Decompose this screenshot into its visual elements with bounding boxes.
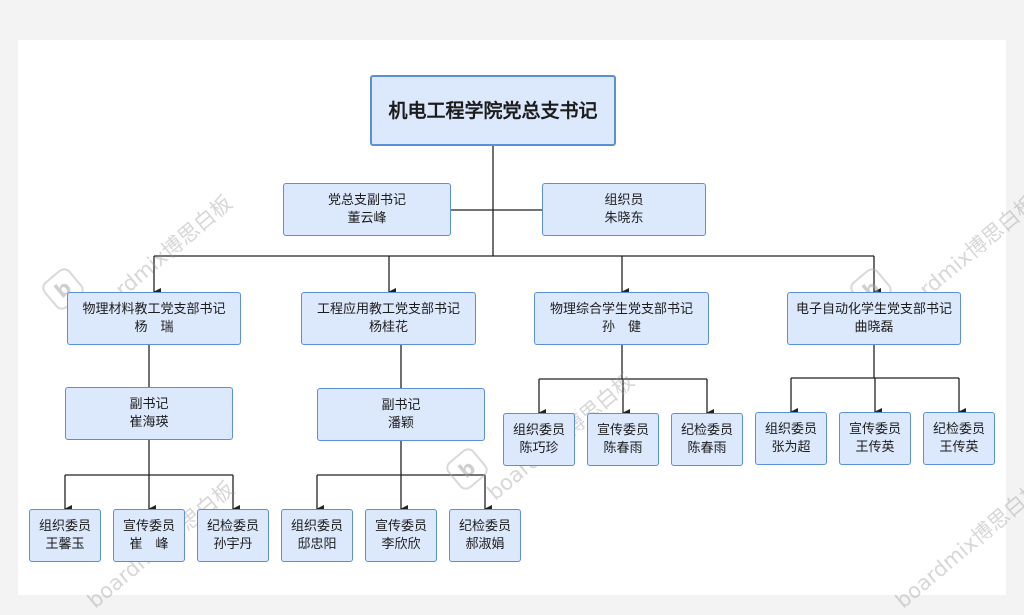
deputy-secretary-node[interactable]: 党总支副书记 董云峰 xyxy=(283,183,451,236)
node-role: 宣传委员 xyxy=(596,422,649,438)
branch-secretary-node[interactable]: 物理综合学生党支部书记 孙 健 xyxy=(534,292,709,345)
branch-deputy-node[interactable]: 副书记 潘颖 xyxy=(317,388,485,441)
node-role: 宣传委员 xyxy=(374,518,427,534)
root-title: 机电工程学院党总支书记 xyxy=(388,99,598,122)
node-role: 宣传委员 xyxy=(848,421,901,437)
branch-secretary-node[interactable]: 电子自动化学生党支部书记 曲晓磊 xyxy=(787,292,961,345)
node-name: 郝淑娟 xyxy=(465,536,505,552)
node-role: 组织委员 xyxy=(764,421,817,437)
committee-member-node[interactable]: 组织委员 张为超 xyxy=(755,412,827,465)
node-role: 纪检委员 xyxy=(458,518,511,534)
chart-canvas: b boardmix博思白板 b boardmix博思白板 b boardmix… xyxy=(18,40,1024,613)
root-node[interactable]: 机电工程学院党总支书记 xyxy=(370,75,616,146)
node-name: 杨桂花 xyxy=(368,319,408,335)
node-role: 纪检委员 xyxy=(680,422,733,438)
committee-member-node[interactable]: 宣传委员 李欣欣 xyxy=(365,509,437,562)
node-role: 电子自动化学生党支部书记 xyxy=(795,301,952,317)
node-role: 组织委员 xyxy=(290,518,343,534)
node-role: 纪检委员 xyxy=(206,518,259,534)
node-name: 王传英 xyxy=(939,439,979,455)
node-role: 宣传委员 xyxy=(122,518,175,534)
committee-member-node[interactable]: 组织委员 王馨玉 xyxy=(29,509,101,562)
node-role: 工程应用教工党支部书记 xyxy=(316,301,460,317)
node-role: 副书记 xyxy=(381,397,421,413)
node-name: 陈春雨 xyxy=(603,440,643,456)
node-name: 张为超 xyxy=(771,439,811,455)
node-name: 孙宇丹 xyxy=(213,536,253,552)
node-name: 孙 健 xyxy=(601,319,641,335)
committee-member-node[interactable]: 组织委员 陈巧珍 xyxy=(503,413,575,466)
connector-lines xyxy=(64,146,966,513)
node-name: 崔 峰 xyxy=(129,536,169,552)
committee-member-node[interactable]: 纪检委员 陈春雨 xyxy=(671,413,743,466)
node-name: 陈巧珍 xyxy=(519,440,559,456)
node-role: 党总支副书记 xyxy=(327,192,406,208)
branch-deputy-node[interactable]: 副书记 崔海瑛 xyxy=(65,387,233,440)
committee-member-node[interactable]: 宣传委员 崔 峰 xyxy=(113,509,185,562)
committee-member-node[interactable]: 纪检委员 孙宇丹 xyxy=(197,509,269,562)
node-name: 陈春雨 xyxy=(687,440,727,456)
node-role: 物理材料教工党支部书记 xyxy=(82,301,226,317)
committee-member-node[interactable]: 宣传委员 陈春雨 xyxy=(587,413,659,466)
node-role: 组织委员 xyxy=(512,422,565,438)
node-name: 曲晓磊 xyxy=(854,319,894,335)
branch-secretary-node[interactable]: 物理材料教工党支部书记 杨 瑞 xyxy=(67,292,241,345)
committee-member-node[interactable]: 纪检委员 郝淑娟 xyxy=(449,509,521,562)
node-name: 杨 瑞 xyxy=(134,319,174,335)
node-name: 潘颖 xyxy=(387,415,414,431)
node-role: 纪检委员 xyxy=(932,421,985,437)
committee-member-node[interactable]: 纪检委员 王传英 xyxy=(923,412,995,465)
node-name: 崔海瑛 xyxy=(129,414,169,430)
node-name: 邸忠阳 xyxy=(297,536,337,552)
branch-secretary-node[interactable]: 工程应用教工党支部书记 杨桂花 xyxy=(301,292,476,345)
committee-member-node[interactable]: 宣传委员 王传英 xyxy=(839,412,911,465)
node-role: 物理综合学生党支部书记 xyxy=(549,301,693,317)
node-name: 董云峰 xyxy=(347,210,387,226)
node-name: 王传英 xyxy=(855,439,895,455)
node-role: 组织员 xyxy=(604,192,644,208)
node-name: 王馨玉 xyxy=(45,536,85,552)
node-role: 组织委员 xyxy=(38,518,91,534)
node-role: 副书记 xyxy=(129,396,169,412)
node-name: 朱晓东 xyxy=(604,210,644,226)
committee-member-node[interactable]: 组织委员 邸忠阳 xyxy=(281,509,353,562)
node-name: 李欣欣 xyxy=(381,536,421,552)
organizer-node[interactable]: 组织员 朱晓东 xyxy=(542,183,706,236)
